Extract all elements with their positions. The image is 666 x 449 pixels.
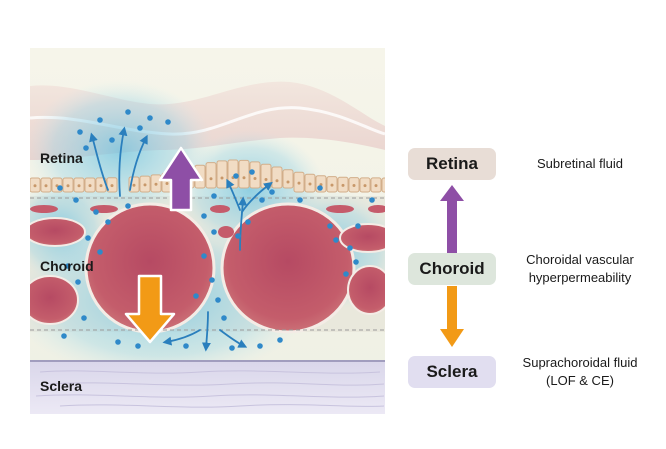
sclera-fibers — [35, 370, 385, 408]
choroidal-vessels — [30, 202, 385, 334]
desc-choroidal-hyperpermeability: Choroidal vascular hyperpermeability — [526, 252, 634, 285]
schema-arrow-shaft-down — [447, 286, 457, 332]
schema-arrowhead-down — [440, 329, 464, 347]
label-choroid: Choroid — [40, 258, 94, 274]
label-sclera: Sclera — [40, 378, 83, 394]
sclera-arrow-down — [124, 274, 176, 344]
retina-arrow-up — [158, 146, 204, 212]
rpe-cell-row — [30, 159, 385, 193]
schema-arrows — [440, 185, 464, 347]
schema-arrowhead-up — [440, 185, 464, 201]
desc-suprachoroidal-fluid: Suprachoroidal fluid (LOF & CE) — [522, 355, 638, 388]
label-retina: Retina — [40, 150, 83, 166]
schema-box-choroid: Choroid — [408, 253, 496, 285]
desc-subretinal-fluid: Subretinal fluid — [537, 156, 623, 171]
schema-arrow-shaft-up — [447, 198, 457, 254]
schema-box-retina: Retina — [408, 148, 496, 180]
fluid-flow-arrows — [89, 126, 273, 352]
schema-box-sclera: Sclera — [408, 356, 496, 388]
fluid-dots — [57, 109, 375, 351]
